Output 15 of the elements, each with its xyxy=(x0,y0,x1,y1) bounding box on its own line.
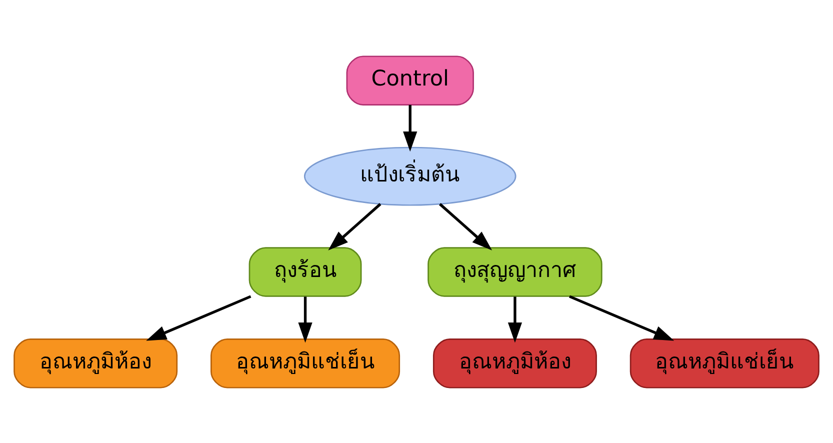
arrow xyxy=(508,296,522,342)
arrow xyxy=(298,296,312,342)
arrow xyxy=(568,294,674,340)
node-box: อุณหภูมิแช่เย็น xyxy=(630,338,820,388)
arrow xyxy=(146,294,252,340)
node-box: อุณหภูมิห้อง xyxy=(14,338,178,388)
node-box: ถุงร้อน xyxy=(248,246,362,296)
arrow xyxy=(438,202,492,250)
node-box: ถุงสุญญากาศ xyxy=(428,246,602,296)
node-box: อุณหภูมิแช่เย็น xyxy=(210,338,400,388)
node-box: Control xyxy=(346,55,474,105)
arrow xyxy=(403,104,418,152)
node-ellipse: แป้งเริ่มต้น xyxy=(304,146,516,206)
node-box: อุณหภูมิห้อง xyxy=(432,338,597,388)
arrow xyxy=(328,202,382,250)
